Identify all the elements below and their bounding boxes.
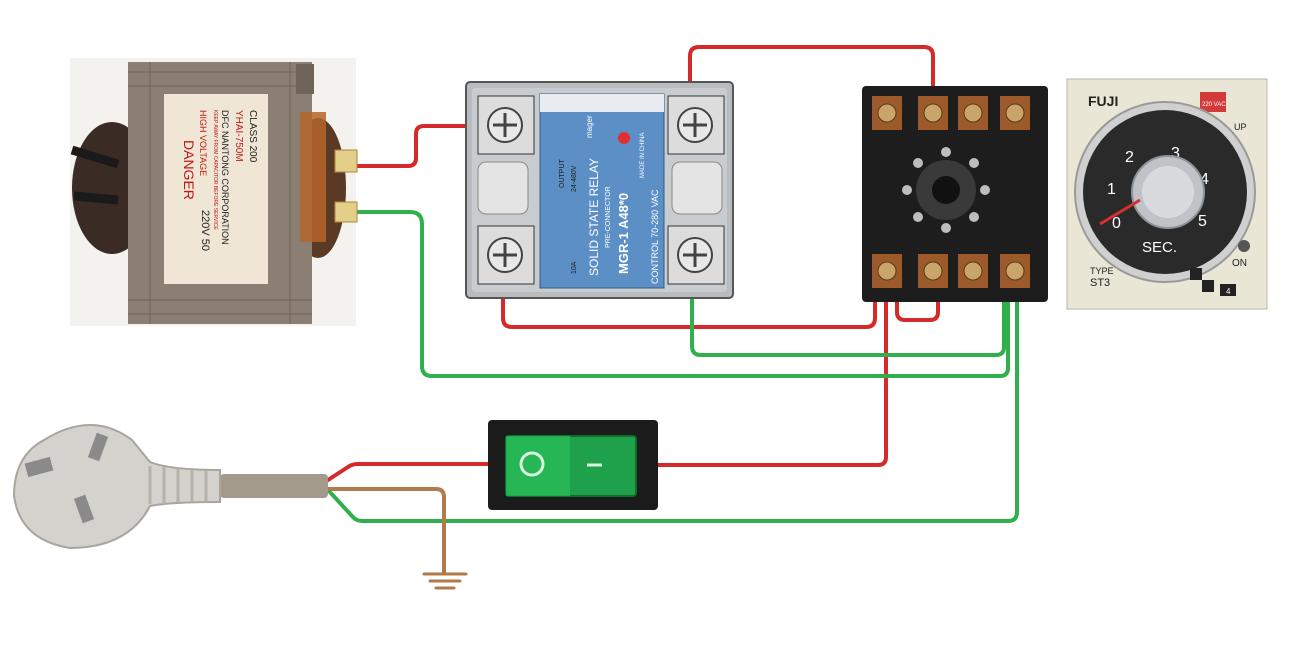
transformer-rating-text: 220V 50 bbox=[199, 210, 211, 251]
svg-text:3: 3 bbox=[1171, 145, 1180, 162]
transformer-model-text: CLASS 200 bbox=[247, 110, 258, 163]
ssr-terminal-bottom-right bbox=[667, 225, 725, 285]
wire-plug-neutral bbox=[326, 283, 1019, 523]
plug-pin-live bbox=[87, 432, 109, 462]
svg-text:2: 2 bbox=[1125, 149, 1134, 166]
transformer-terminal-top bbox=[334, 149, 358, 173]
timer-corner-number: 4 bbox=[1226, 287, 1231, 296]
ssr-type-text: SOLID STATE RELAY bbox=[587, 158, 601, 276]
relay-socket bbox=[862, 86, 1048, 302]
timer-unit-text: SEC. bbox=[1142, 239, 1177, 256]
wire-transformer-to-ssr bbox=[353, 124, 480, 168]
ground-symbol-icon bbox=[422, 572, 468, 590]
transformer-model2-text: YHAI-750M bbox=[233, 110, 244, 162]
timer-voltage-badge bbox=[1200, 92, 1226, 112]
ssr-led bbox=[618, 132, 630, 144]
timer-type-label: TYPE bbox=[1090, 266, 1114, 276]
timer-on-label: ON bbox=[1232, 258, 1247, 269]
wire-plug-earth bbox=[320, 487, 446, 574]
transformer-hv-text: HIGH VOLTAGE bbox=[198, 110, 208, 176]
ssr-brand-text: mager bbox=[585, 115, 594, 138]
socket-pin-holes bbox=[902, 147, 990, 233]
wire-plug-live bbox=[326, 462, 490, 482]
timer-relay: FUJI 220 VAC UP 0 1 2 3 4 5 SEC. ON TYPE… bbox=[1066, 78, 1268, 310]
svg-text:1: 1 bbox=[1107, 181, 1116, 198]
ssr-terminal-top-left bbox=[477, 95, 535, 155]
svg-text:0: 0 bbox=[1112, 215, 1121, 232]
ssr-sub-text: PRE-CONNECTOR bbox=[605, 186, 612, 248]
socket-bottom-terminals bbox=[872, 254, 1030, 288]
socket-top-terminals bbox=[872, 96, 1030, 130]
timer-pointer bbox=[1099, 198, 1141, 226]
ssr-terminal-top-right bbox=[667, 95, 725, 155]
transformer-danger-text: DANGER bbox=[181, 140, 197, 200]
three-pin-plug-icon bbox=[12, 424, 328, 550]
wire-ssr-to-socket-top bbox=[688, 45, 935, 102]
transformer-label bbox=[164, 94, 268, 284]
switch-off-symbol bbox=[519, 451, 545, 477]
svg-text:4: 4 bbox=[1200, 171, 1209, 188]
timer-brand-text: FUJI bbox=[1088, 93, 1118, 109]
transformer-maker-text: DFC NANTONG CORPORATION bbox=[220, 110, 230, 245]
transformer: CLASS 200 YHAI-750M DFC NANTONG CORPORAT… bbox=[70, 58, 358, 326]
svg-text:5: 5 bbox=[1198, 213, 1207, 230]
ssr-load-text: 24-480V bbox=[571, 165, 578, 192]
plug-grip-ribs bbox=[148, 466, 208, 504]
plug-pin-earth bbox=[24, 456, 54, 478]
ssr-output-text: OUTPUT bbox=[559, 159, 566, 189]
wire-transformer-neutral bbox=[353, 210, 1010, 378]
ssr-amp-text: 10A bbox=[571, 261, 578, 274]
plug-cable bbox=[220, 474, 328, 498]
rocker-switch-icon[interactable] bbox=[488, 420, 658, 510]
timer-dial-numbers: 0 1 2 3 4 5 bbox=[1107, 145, 1209, 232]
transformer-warning-text: KEEP AWAY FROM CAPACITOR BEFORE SERVICE bbox=[212, 110, 218, 230]
timer-up-label: UP bbox=[1234, 122, 1247, 132]
ssr-label bbox=[539, 93, 665, 289]
wire-ssr-control-neutral bbox=[690, 283, 1006, 357]
ssr-model-text: MGR-1 A48*0 bbox=[616, 193, 631, 274]
ssr-control-text: CONTROL 70-280 VAC bbox=[650, 189, 660, 284]
solid-state-relay: SOLID STATE RELAY PRE-CONNECTOR MGR-1 A4… bbox=[465, 81, 734, 299]
wire-socket-jumper bbox=[895, 283, 940, 322]
timer-voltage-text: 220 VAC bbox=[1202, 102, 1226, 108]
ssr-terminal-bottom-left bbox=[477, 225, 535, 285]
wires bbox=[320, 45, 1019, 574]
transformer-terminal-bottom bbox=[334, 201, 358, 223]
wire-ssr-bottom-to-socket bbox=[501, 283, 877, 329]
plug-body bbox=[12, 424, 221, 550]
plug-pin-neutral bbox=[73, 494, 95, 524]
wire-socket-to-switch bbox=[656, 283, 888, 467]
timer-model-text: ST3 bbox=[1090, 277, 1110, 289]
ssr-origin-text: MADE IN CHINA bbox=[640, 133, 646, 178]
